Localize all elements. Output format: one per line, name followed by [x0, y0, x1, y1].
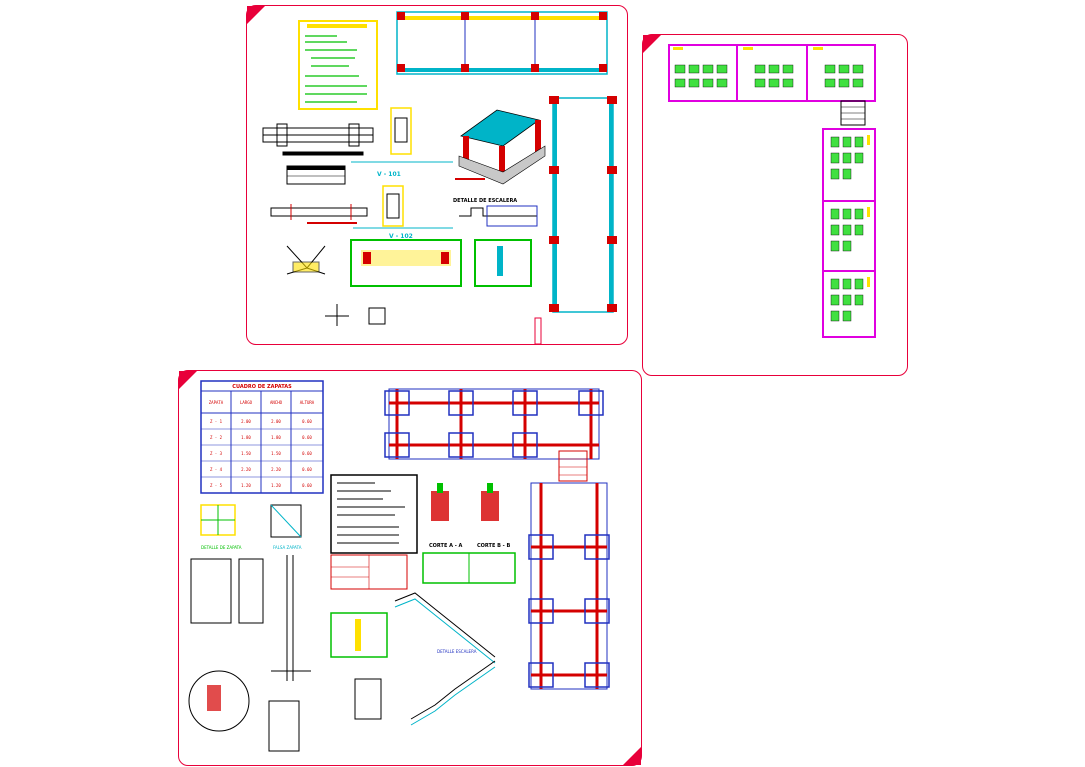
table-cell: 1.20 [271, 483, 281, 488]
sheet-structural-details: V - 101 V - 102 DETALLE DE ESCALERA [246, 5, 628, 345]
classroom-wing-vertical [822, 128, 876, 338]
table-cell: 1.50 [241, 451, 251, 456]
foundation-notes [330, 474, 418, 554]
corner-mark-bottom [623, 747, 641, 765]
top-frame-elevation [396, 11, 608, 75]
foundation-plan-vertical [528, 482, 610, 690]
footing-table: CUADRO DE ZAPATAS ZAPATA LARGO ANCHO ALT… [200, 380, 324, 494]
false-footing-label: FALSA ZAPATA [273, 545, 302, 550]
spec-notes-title-bar [307, 24, 367, 28]
cut-label-b: CORTE B - B [477, 543, 510, 549]
table-cell: 1.80 [241, 435, 251, 440]
table-cell: 0.60 [302, 419, 312, 424]
cut-b-b: CORTE B - B [477, 483, 510, 549]
cut-a-a: CORTE A - A [429, 483, 463, 549]
table-cell: Z - 2 [210, 435, 223, 440]
table-header: LARGO [240, 400, 253, 405]
table-cell: 1.50 [271, 451, 281, 456]
spec-notes-box [298, 20, 378, 110]
table-cell: 0.60 [302, 467, 312, 472]
sheet-foundations: CUADRO DE ZAPATAS ZAPATA LARGO ANCHO ALT… [178, 370, 642, 766]
section-label-v102: V - 102 [389, 233, 413, 240]
foundation-plan-horizontal [384, 388, 604, 460]
enlarged-detail-circle [188, 670, 250, 732]
table-cell: 0.60 [302, 435, 312, 440]
table-cell: 2.20 [271, 467, 281, 472]
table-cell: Z - 3 [210, 451, 223, 456]
beam-longitudinal-detail [262, 123, 374, 156]
corner-mark [643, 35, 661, 53]
table-header: ANCHO [270, 400, 283, 405]
table-cell: 0.60 [302, 451, 312, 456]
footing-detail-label: DETALLE DE ZAPATA [201, 545, 242, 550]
wall-base-detail [268, 700, 300, 752]
section-label-v101: V - 101 [377, 171, 401, 178]
sheet-floor-plan [642, 34, 908, 376]
stair-base-detail [354, 678, 382, 720]
classroom-wing-horizontal [668, 44, 876, 102]
footing-table-title: CUADRO DE ZAPATAS [232, 384, 292, 390]
green-beam-detail [350, 239, 462, 287]
north-symbol [325, 304, 386, 326]
table-header: ZAPATA [209, 400, 224, 405]
table-cell: 0.60 [302, 483, 312, 488]
table-cell: 1.80 [271, 435, 281, 440]
stair-detail-label: DETALLE ESCALERA [437, 649, 477, 654]
foundations-drawing: CUADRO DE ZAPATAS ZAPATA LARGO ANCHO ALT… [179, 371, 641, 765]
footing-detail: DETALLE DE ZAPATA [200, 504, 242, 550]
table-cell: Z - 4 [210, 467, 223, 472]
table-cell: 2.20 [241, 467, 251, 472]
wall-section-details [190, 555, 311, 681]
table-cell: Z - 5 [210, 483, 223, 488]
isometric-frame-view [455, 109, 546, 185]
column-section-v101: V - 101 [377, 107, 412, 178]
right-frame-elevation [549, 96, 617, 313]
table-cell: 2.00 [241, 419, 251, 424]
rebar-table [286, 165, 346, 185]
stair-section [394, 592, 496, 726]
structural-details-drawing: V - 101 V - 102 DETALLE DE ESCALERA [247, 6, 617, 344]
stair-detail-title: DETALLE DE ESCALERA [453, 198, 517, 204]
table-header: ALTURA [300, 400, 315, 405]
floor-plan-drawing [643, 35, 876, 338]
beam-elevation-detail [270, 204, 368, 224]
green-stair-detail [330, 612, 388, 658]
table-cell: 1.20 [241, 483, 251, 488]
corner-mark [179, 371, 197, 389]
splice-detail [286, 245, 326, 275]
corner-mark [247, 6, 265, 24]
green-column-detail [474, 239, 532, 287]
stair-detail: DETALLE DE ESCALERA [453, 198, 538, 227]
stair-foundation [558, 450, 588, 482]
column-section-v102: V - 102 [382, 185, 413, 240]
table-cell: 2.00 [271, 419, 281, 424]
table-cell: Z - 1 [210, 419, 223, 424]
false-footing-detail: FALSA ZAPATA [270, 504, 302, 550]
cut-label-a: CORTE A - A [429, 543, 463, 549]
